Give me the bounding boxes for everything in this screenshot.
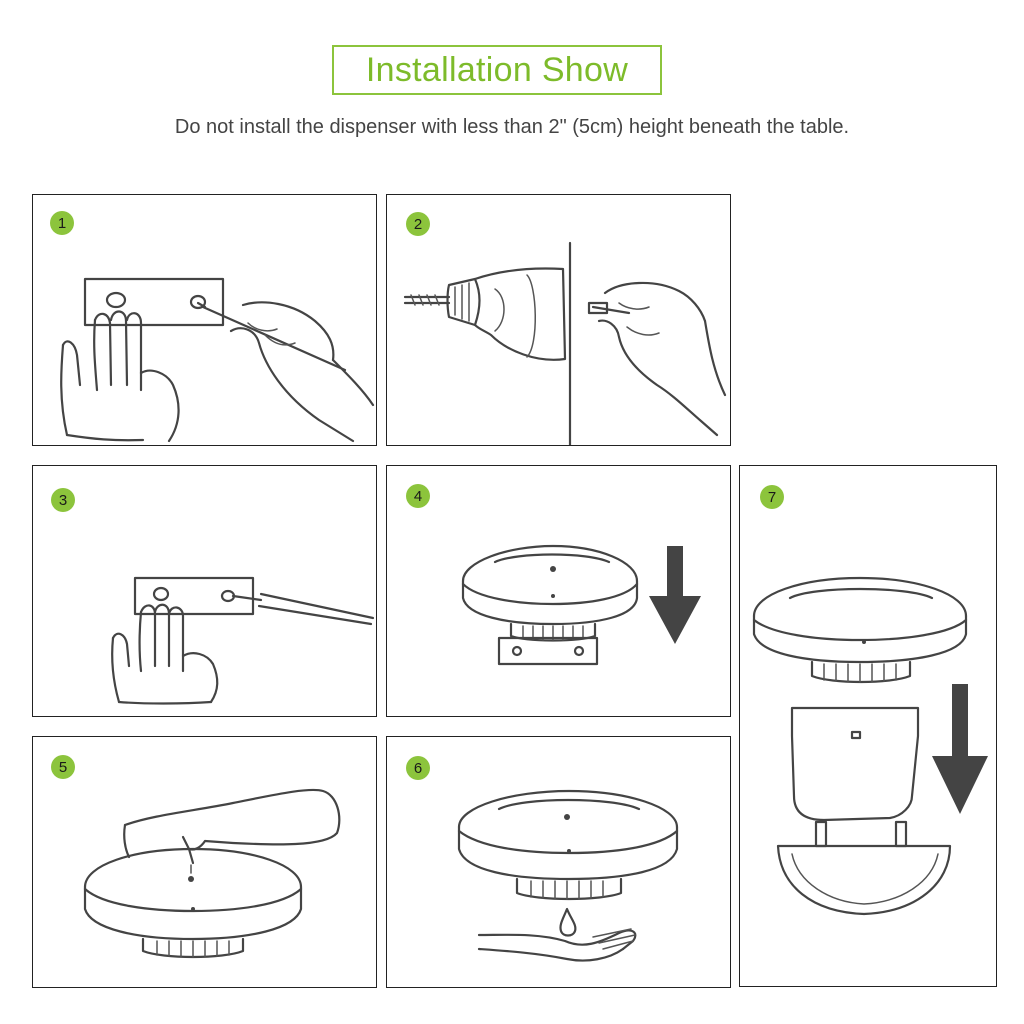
dispenser-exploded-down-arrow-icon <box>752 576 988 916</box>
step-panel-5: 5 <box>32 736 377 988</box>
dispenser-onto-bracket-icon <box>461 544 701 666</box>
dispense-drop-hand-icon <box>457 789 679 962</box>
step-badge-4: 4 <box>406 484 430 508</box>
step-panel-2: 2 <box>386 194 731 446</box>
step-badge-5: 5 <box>51 755 75 779</box>
step-panel-7: 7 <box>739 465 997 987</box>
step-panel-3: 3 <box>32 465 377 717</box>
step-badge-1: 1 <box>50 211 74 235</box>
drill-wall-hand-anchor-icon <box>403 241 727 445</box>
step-badge-7: 7 <box>760 485 784 509</box>
step-badge-6: 6 <box>406 756 430 780</box>
screw-template-hand-icon <box>111 576 375 705</box>
step-panel-1: 1 <box>32 194 377 446</box>
step-panel-4: 4 <box>386 465 731 717</box>
step-panel-6: 6 <box>386 736 731 988</box>
page-subtitle: Do not install the dispenser with less t… <box>174 116 850 138</box>
step-badge-3: 3 <box>51 488 75 512</box>
step-badge-2: 2 <box>406 212 430 236</box>
title-box: Installation Show <box>332 45 662 95</box>
page-title: Installation Show <box>365 50 629 89</box>
mark-template-hand-pen-icon <box>60 277 375 443</box>
fill-bottle-dispenser-icon <box>83 788 341 959</box>
